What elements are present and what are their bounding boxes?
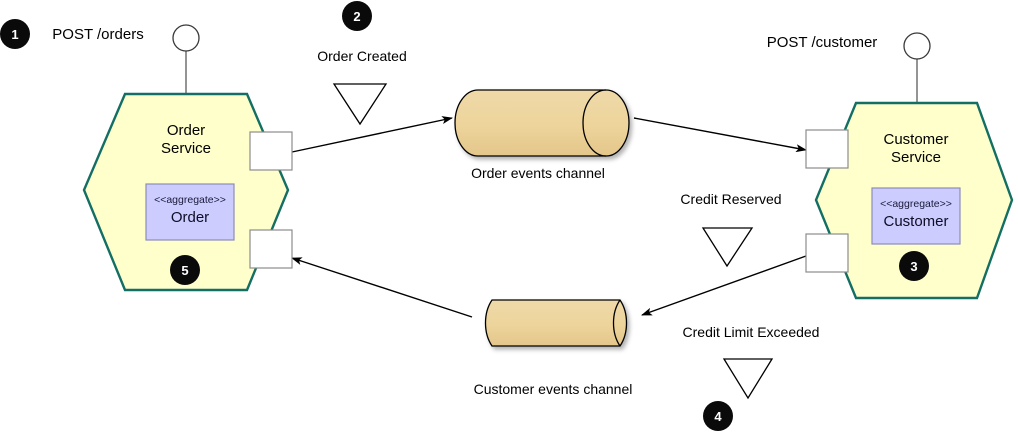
order-service-title-line1: Order: [167, 122, 205, 139]
badge-1-label: 1: [11, 27, 18, 42]
customer-events-channel-cap: [612, 299, 621, 347]
order-service-port-order-events-out[interactable]: [249, 131, 293, 171]
order-events-channel-cylinder[interactable]: [454, 89, 630, 157]
badge-2-circle: [342, 1, 372, 31]
badge-1-circle: [0, 19, 30, 49]
order-service-group[interactable]: Order Service <<aggregate>> Order 5: [82, 24, 293, 292]
customer-api-endpoint-icon[interactable]: [903, 32, 931, 60]
flow-customer-to-customer-channel: [641, 255, 807, 316]
badge-5-label: 5: [181, 263, 188, 278]
event-credit-reserved-label: Credit Reserved: [680, 191, 781, 207]
order-aggregate-stereotype: <<aggregate>>: [154, 194, 226, 206]
order-aggregate-name: Order: [171, 209, 209, 226]
customer-aggregate-stereotype: <<aggregate>>: [880, 198, 952, 210]
order-api-label: POST /orders: [52, 26, 143, 43]
customer-aggregate-box[interactable]: [871, 187, 961, 245]
order-events-channel-group[interactable]: [454, 89, 630, 157]
order-service-port-customer-events-in[interactable]: [249, 229, 293, 269]
customer-aggregate-name: Customer: [883, 213, 948, 230]
event-order-created-triangle-icon: [332, 83, 388, 126]
event-credit-limit-exceeded-label: Credit Limit Exceeded: [683, 324, 820, 340]
customer-api-label: POST /customer: [767, 34, 878, 51]
order-aggregate-box[interactable]: [145, 183, 235, 241]
flow-customer-channel-to-order: [291, 257, 473, 318]
badge-3-label: 3: [910, 259, 917, 274]
customer-events-channel-cylinder[interactable]: [484, 299, 628, 347]
customer-service-port-customer-events-out[interactable]: [805, 233, 849, 273]
customer-service-title-line2: Service: [891, 149, 941, 166]
event-credit-limit-exceeded-triangle-icon: [722, 358, 774, 400]
badge-3-circle: [899, 251, 929, 281]
flow-order-to-order-channel: [291, 116, 453, 153]
event-credit-reserved-triangle-icon: [701, 227, 754, 268]
event-credit-limit-exceeded-group: Credit Limit Exceeded 4: [683, 324, 820, 431]
customer-events-channel-group[interactable]: [484, 299, 628, 347]
customer-events-channel-label: Customer events channel: [474, 381, 633, 397]
badge-2-label: 2: [353, 9, 360, 24]
event-credit-reserved-group: Credit Reserved: [680, 191, 782, 268]
customer-service-port-order-events-in[interactable]: [805, 129, 849, 169]
order-api-group: 1 POST /orders: [0, 19, 144, 49]
customer-service-title-line1: Customer: [883, 131, 948, 148]
order-events-channel-cap: [582, 89, 607, 157]
badge-4-circle: [703, 401, 733, 431]
event-order-created-group: 2 Order Created: [317, 1, 407, 126]
connector-lines: [291, 116, 807, 318]
flow-order-channel-to-customer: [633, 117, 807, 153]
order-events-channel-label: Order events channel: [471, 165, 605, 181]
order-service-title-line2: Service: [161, 140, 211, 157]
badge-4-label: 4: [714, 409, 722, 424]
event-order-created-label: Order Created: [317, 48, 406, 64]
customer-service-group[interactable]: Customer Service <<aggregate>> Customer …: [805, 32, 1014, 300]
order-api-endpoint-icon[interactable]: [172, 24, 200, 52]
badge-5-circle: [170, 255, 200, 285]
